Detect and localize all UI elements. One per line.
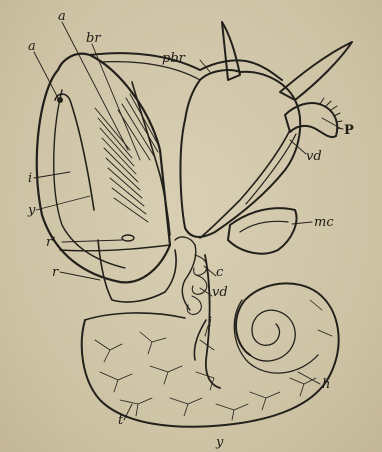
label-P: P — [344, 123, 354, 138]
branchia-ridge — [132, 82, 170, 235]
vas-deferens-right-b — [246, 134, 296, 204]
label-r: r — [52, 265, 59, 280]
mantle-outline — [37, 54, 170, 283]
vesicula-coil — [187, 255, 207, 314]
anus — [122, 235, 134, 241]
mantle-collar-inner — [240, 221, 288, 232]
visceral-top-edge — [85, 313, 185, 320]
rectum — [98, 240, 176, 302]
penis-fringe — [320, 98, 343, 129]
label-i-center: i — [208, 315, 212, 330]
label-r-prime: r' — [46, 235, 56, 250]
label-vd-right: vd — [306, 149, 322, 164]
branchia — [95, 94, 160, 222]
label-mc: mc — [314, 215, 334, 230]
label-pbr: pbr — [162, 51, 186, 66]
left-organ — [55, 94, 94, 210]
central-vessels — [175, 237, 196, 310]
label-a-top: a — [58, 9, 66, 24]
label-i-left: i — [28, 171, 32, 186]
label-vd-center: vd — [212, 285, 228, 300]
liver-spiral — [234, 300, 318, 373]
label-y-bottom: y — [215, 435, 224, 450]
label-br: br — [86, 31, 101, 46]
gonad-branching — [95, 300, 332, 420]
label-a-left: a — [28, 39, 36, 54]
penis-organ — [285, 103, 337, 137]
label-h: h — [322, 377, 330, 392]
leader-lines — [34, 22, 340, 420]
label-y: y — [27, 203, 36, 218]
foot-body — [180, 70, 300, 237]
label-t: t — [118, 413, 124, 428]
kidney-line — [60, 245, 170, 251]
tentacle-right — [280, 42, 352, 100]
label-c: c — [216, 265, 224, 280]
